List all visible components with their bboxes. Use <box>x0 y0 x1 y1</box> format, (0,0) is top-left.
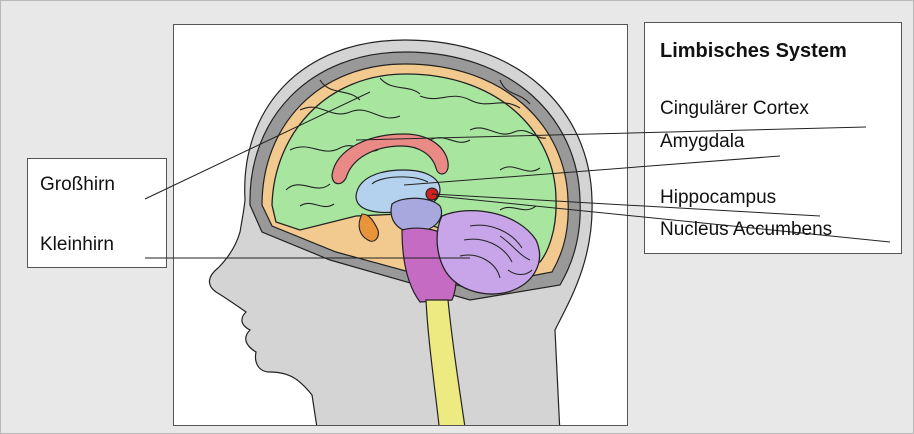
legend-item-amygdala: Amygdala <box>660 131 745 153</box>
legend-item-cingulaerer-cortex: Cingulärer Cortex <box>660 98 809 120</box>
legend-item-hippocampus: Hippocampus <box>660 187 776 209</box>
legend-title: Limbisches System <box>660 40 847 63</box>
legend-item-nucleus-accumbens: Nucleus Accumbens <box>660 219 832 241</box>
label-kleinhirn: Kleinhirn <box>40 234 114 256</box>
label-grosshirn: Großhirn <box>40 174 115 196</box>
